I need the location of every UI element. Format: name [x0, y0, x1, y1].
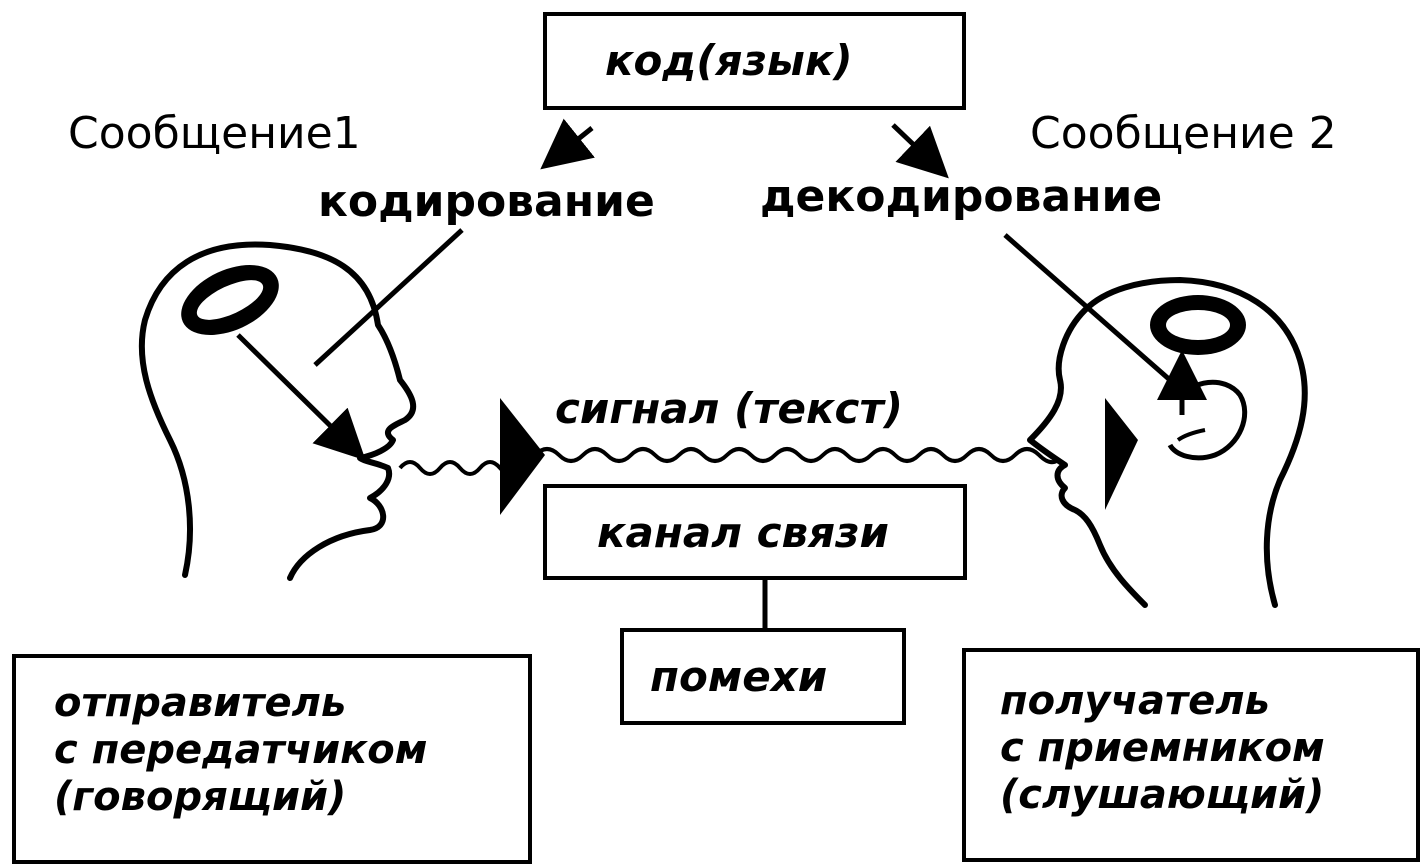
code-to-encoding-arrow [540, 118, 595, 170]
sender-line2: с передатчиком [54, 726, 428, 773]
encoding-pointer-line [313, 228, 464, 367]
receiver-line2: с приемником [1000, 724, 1325, 771]
listener-head-icon [1027, 277, 1308, 608]
decoding-pointer-line [1003, 233, 1172, 382]
receiver-box: получатель с приемником (слушающий) [962, 648, 1420, 862]
code-box: код(язык) [543, 12, 966, 110]
sender-box: отправитель с передатчиком (говорящий) [12, 654, 532, 864]
speaker-head-icon [138, 241, 417, 581]
receiver-line1: получатель [1000, 678, 1270, 724]
code-to-decoding-arrow [891, 123, 949, 179]
sender-text: отправитель с передатчиком (говорящий) [54, 680, 427, 820]
decoding-label: декодирование [760, 171, 1163, 222]
speaker-thought-arrow [236, 333, 366, 461]
receiver-text: получатель с приемником (слушающий) [1000, 678, 1325, 818]
encoding-label: кодирование [318, 176, 655, 227]
receiver-line3: (слушающий) [1000, 771, 1325, 818]
signal-label: сигнал (текст) [555, 384, 903, 433]
sender-line1: отправитель [54, 680, 347, 726]
message-left-label: Сообщение1 [68, 108, 361, 159]
noise-label: помехи [650, 652, 828, 701]
noise-box: помехи [620, 628, 906, 725]
message-right-label: Сообщение 2 [1030, 108, 1337, 159]
signal-wave [398, 447, 1061, 476]
channel-label: канал связи [597, 508, 889, 557]
code-label: код(язык) [605, 36, 853, 85]
listener-megaphone-icon [1105, 398, 1138, 510]
channel-box: канал связи [543, 484, 967, 580]
sender-line3: (говорящий) [54, 773, 347, 820]
speaker-megaphone-icon [500, 398, 545, 515]
